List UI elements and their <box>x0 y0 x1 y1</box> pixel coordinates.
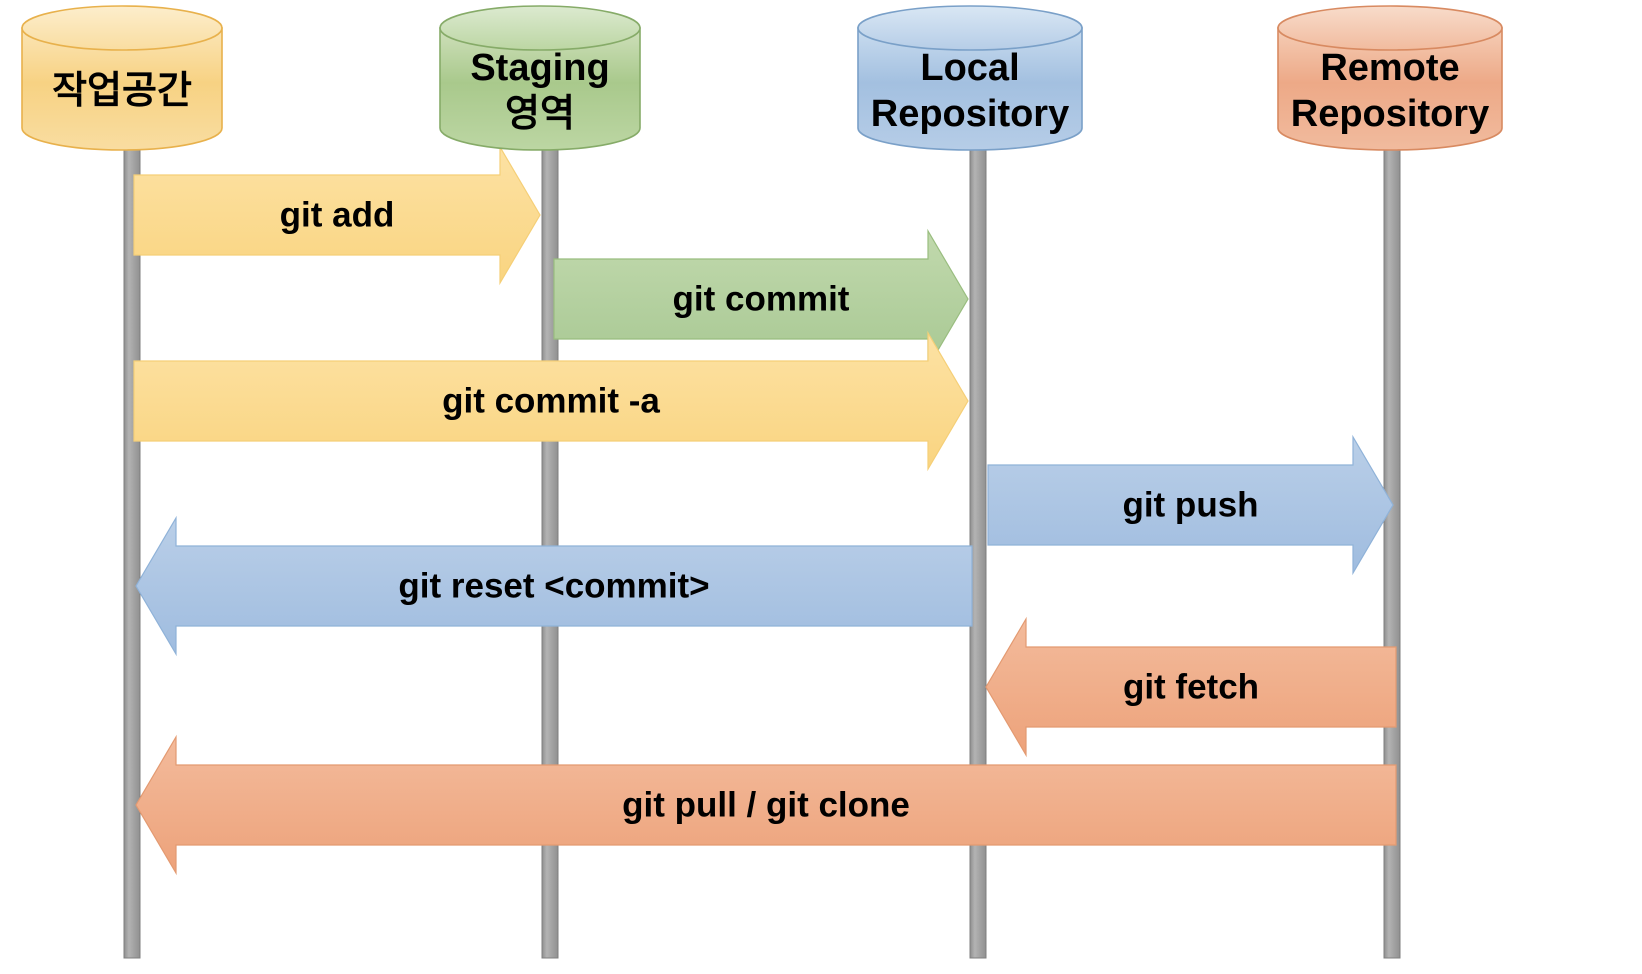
arrow-shape-git-push <box>987 434 1394 576</box>
message-git-commit[interactable]: git commit <box>553 228 969 370</box>
message-label-git-fetch: git fetch <box>1123 667 1259 706</box>
message-label-git-add: git add <box>280 195 395 234</box>
participant-label-remote-repository: Repository <box>1291 93 1489 135</box>
messages-group: git add git commit git commit -a git push gi… <box>133 144 1397 876</box>
cylinder-top-workspace <box>21 5 223 51</box>
participant-label-remote-repository: Remote <box>1320 47 1459 89</box>
message-git-fetch[interactable]: git fetch <box>985 616 1397 758</box>
participants-group: 작업공간Staging영역LocalRepositoryRemoteReposi… <box>21 5 1503 151</box>
participant-label-staging: 영역 <box>505 93 575 135</box>
cylinder-top-remote-repository <box>1277 5 1503 51</box>
message-git-add[interactable]: git add <box>133 144 541 286</box>
participant-workspace[interactable]: 작업공간 <box>21 5 223 151</box>
message-label-git-pull-clone: git pull / git clone <box>622 785 910 824</box>
participant-label-staging: Staging <box>470 47 609 89</box>
arrow-shape-git-add <box>133 144 541 286</box>
cylinder-top-local-repository <box>857 5 1083 51</box>
arrow-shape-git-commit <box>553 228 969 370</box>
arrow-shape-git-commit-a <box>133 330 969 472</box>
cylinder-body-staging <box>439 27 641 151</box>
cylinder-top-staging <box>439 5 641 51</box>
message-label-git-push: git push <box>1122 485 1258 524</box>
message-git-push[interactable]: git push <box>987 434 1394 576</box>
message-git-commit-a[interactable]: git commit -a <box>133 330 969 472</box>
cylinder-body-remote-repository <box>1277 27 1503 151</box>
message-label-git-commit-a: git commit -a <box>442 381 660 420</box>
message-label-git-reset: git reset <commit> <box>398 566 709 605</box>
lifelines-group <box>123 111 1401 959</box>
participant-label-local-repository: Local <box>920 47 1019 89</box>
message-git-reset[interactable]: git reset <commit> <box>135 515 973 657</box>
cylinder-body-workspace <box>21 27 223 151</box>
participant-label-workspace: 작업공간 <box>52 70 192 112</box>
arrow-shape-git-fetch <box>985 616 1397 758</box>
participant-label-local-repository: Repository <box>871 93 1069 135</box>
arrow-shape-git-pull-clone <box>135 734 1397 876</box>
message-label-git-commit: git commit <box>673 279 850 318</box>
arrow-shape-git-reset <box>135 515 973 657</box>
cylinder-body-local-repository <box>857 27 1083 151</box>
message-git-pull-clone[interactable]: git pull / git clone <box>135 734 1397 876</box>
